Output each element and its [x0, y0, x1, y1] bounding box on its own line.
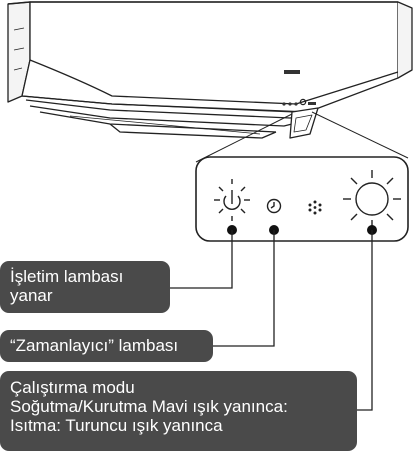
operation-lamp-callout: İşletim lambası yanar — [0, 261, 170, 313]
clock-icon — [266, 198, 282, 214]
operation-mode-cooling-line: Soğutma/Kurutma Mavi ışık yanınca: — [10, 397, 288, 416]
operation-mode-title: Çalıştırma modu — [10, 378, 135, 397]
operation-mode-heating-line: Isıtma: Turuncu ışık yanınca — [10, 416, 223, 435]
sun-icon — [343, 170, 401, 228]
leader-lines — [170, 230, 373, 411]
operation-lamp-label-line2: yanar — [10, 286, 53, 305]
zoom-lines — [195, 111, 409, 163]
dots-icon — [308, 200, 322, 215]
timer-lamp-callout: “Zamanlayıcı” lambası — [0, 330, 213, 362]
operation-lamp-label-line1: İşletim lambası — [10, 267, 124, 286]
operation-mode-callout: Çalıştırma modu Soğutma/Kurutma Mavi ışı… — [0, 371, 357, 451]
timer-lamp-label: “Zamanlayıcı” lambası — [10, 336, 179, 355]
indicator-panel — [195, 156, 409, 242]
indoor-unit-illustration — [7, 1, 413, 139]
power-lamp-icon — [214, 179, 250, 221]
